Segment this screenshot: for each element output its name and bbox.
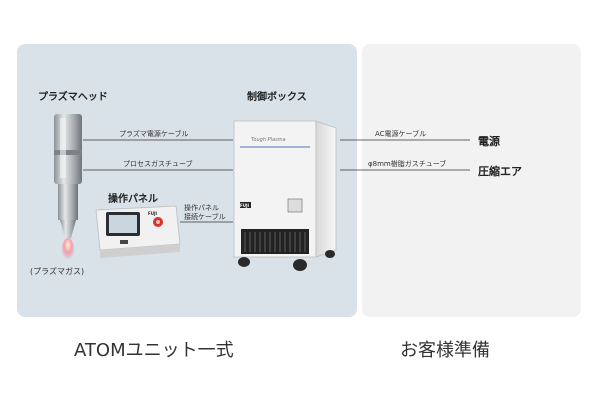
plasma-head-image	[54, 114, 82, 262]
control-box-label: 制御ボックス	[247, 92, 307, 103]
power-supply-label: 電源	[478, 135, 500, 148]
panel-logo: FUJI	[148, 211, 157, 216]
customer-preparation-caption: お客様準備	[400, 340, 490, 361]
panel-cable-label-line2: 接続ケーブル	[184, 213, 226, 221]
operation-panel-image	[95, 205, 181, 258]
compressed-air-label: 圧縮エア	[478, 165, 522, 178]
operation-panel-label: 操作パネル	[108, 194, 158, 205]
plasma-head-label: プラズマヘッド	[38, 92, 108, 103]
atom-unit-caption: ATOMユニット一式	[74, 340, 234, 361]
connection-lines	[83, 139, 470, 223]
process-gas-tube-label: プロセスガスチューブ	[123, 160, 193, 168]
panel-cable-label-line1: 操作パネル	[184, 204, 219, 212]
box-brand-text: Tough Plasma	[251, 137, 286, 143]
ac-cable-label: AC電源ケーブル	[375, 130, 427, 138]
resin-gas-tube-label: φ8mm樹脂ガスチューブ	[368, 160, 447, 168]
plasma-power-cable-label: プラズマ電源ケーブル	[119, 130, 189, 138]
box-logo: FUJI	[240, 203, 249, 208]
plasma-gas-label: (プラズマガス)	[30, 267, 85, 276]
control-box-image	[233, 120, 337, 271]
customer-preparation-panel	[362, 44, 581, 317]
